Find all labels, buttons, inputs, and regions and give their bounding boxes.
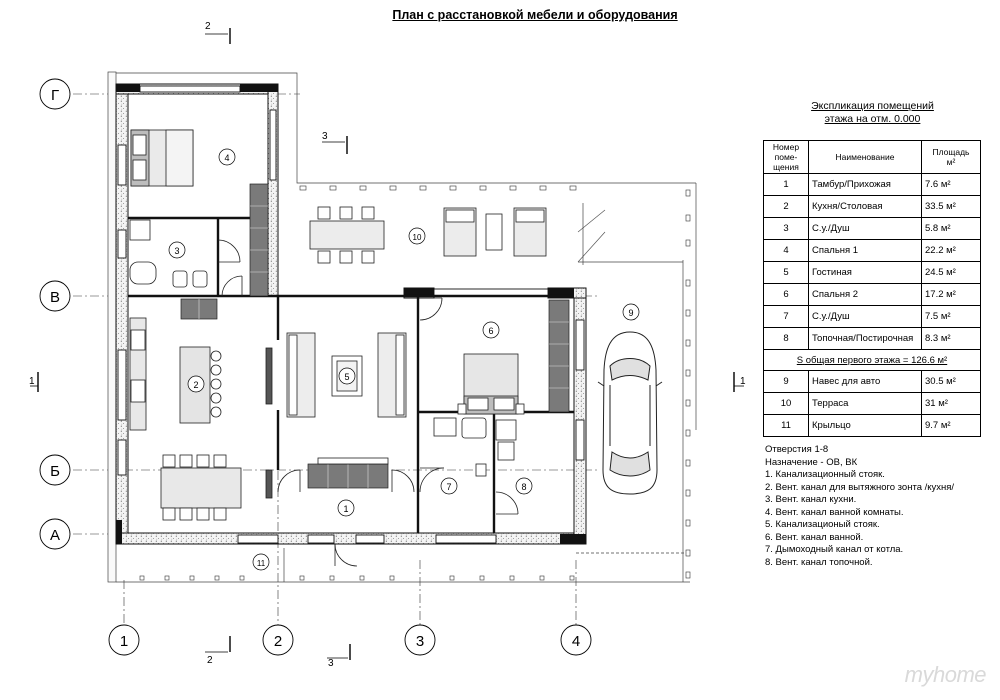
bathroom-fixtures [433,417,517,477]
section-mark-2-top: 2 [205,21,231,44]
drawing-title: План с расстановкой мебели и оборудовани… [392,8,678,22]
svg-text:4: 4 [224,153,229,163]
svg-text:1: 1 [120,633,128,650]
living-furniture [286,332,407,465]
doors [217,239,519,567]
room-number-4: 4 [218,148,236,166]
list-item: 6. Вент. канал ванной. [765,531,864,543]
list-item: 2. Вент. канал для вытяжного зонта /кухн… [765,481,955,493]
axis-bubble-a: А [39,518,71,550]
svg-text:2: 2 [193,380,198,390]
room-number-9: 9 [622,303,640,321]
explication-title: Экспликация помещений этажа на отм. 0.00… [760,100,985,126]
axis-bubble-2: 2 [262,624,294,656]
svg-text:5: 5 [344,372,349,382]
room-number-11: 11 [252,553,270,571]
svg-text:2: 2 [207,655,213,666]
svg-text:1: 1 [740,376,746,387]
table-row: 10 Терраса 31 м² [763,392,981,415]
table-total-row: S общая первого этажа = 126.6 м² [763,349,981,371]
svg-text:6: 6 [488,326,493,336]
total-area: S общая первого этажа = 126.6 м² [763,349,981,371]
openings-notes: Отверстия 1-8 Назначение - ОВ, ВК 1. Кан… [765,444,954,569]
room-number-8: 8 [515,477,533,495]
room-number-3: 3 [168,241,186,259]
list-item: 5. Канализационый стояк. [765,519,880,530]
svg-text:2: 2 [205,21,211,32]
section-mark-3-bottom: 3 [327,644,351,669]
table-row: 4 Спальня 1 22.2 м² [763,239,981,262]
header-name: Наименование [808,140,922,174]
explication-title-line2: этажа на отм. 0.000 [824,113,921,125]
axis-bubble-4: 4 [560,624,592,656]
explication-table: Номер поме- щения Наименование Площадь м… [763,140,981,437]
car-icon [597,331,663,495]
table-row: 6 Спальня 2 17.2 м² [763,283,981,306]
room-number-2: 2 [187,375,205,393]
svg-text:4: 4 [572,633,580,650]
section-mark-1-left: 1 [29,372,39,392]
svg-text:3: 3 [328,658,334,669]
openings-purpose: Назначение - ОВ, ВК [765,456,858,468]
header-number: Номер поме- щения [763,140,809,174]
svg-text:3: 3 [174,246,179,256]
svg-text:1: 1 [343,504,348,514]
room-number-5: 5 [338,367,356,385]
table-row: 11 Крыльцо 9.7 м² [763,414,981,437]
list-item: 1. Канализационный стояк. [765,469,885,480]
svg-text:3: 3 [322,131,328,142]
svg-text:9: 9 [628,308,633,318]
svg-text:1: 1 [29,376,35,387]
windows [117,85,585,544]
axis-bubble-b: Б [39,454,71,486]
terrace-railing [139,185,691,581]
table-row: 3 С.у./Душ 5.8 м² [763,217,981,240]
table-row: 1 Тамбур/Прихожая 7.6 м² [763,173,981,196]
table-row: 9 Навес для авто 30.5 м² [763,370,981,393]
room-number-7: 7 [440,477,458,495]
wardrobe-dividers [198,205,569,488]
section-mark-1-right: 1 [733,372,746,392]
openings-title: Отверстия 1-8 [765,444,829,455]
table-row: 5 Гостиная 24.5 м² [763,261,981,284]
axis-bubble-1: 1 [108,624,140,656]
list-item: 8. Вент. канал топочной. [765,556,873,568]
header-area: Площадь м² [921,140,981,174]
list-item: 7. Дымоходный канал от котла. [765,544,904,555]
svg-text:3: 3 [416,633,424,650]
svg-text:В: В [50,289,60,306]
axis-bubble-g: Г [39,78,71,110]
svg-text:2: 2 [274,633,282,650]
section-mark-3-top: 3 [322,131,348,154]
axis-bubble-3: 3 [404,624,436,656]
svg-text:10: 10 [413,233,422,242]
explication-title-line1: Экспликация помещений [811,100,934,112]
kitchen-furniture [129,317,273,521]
svg-text:7: 7 [446,482,451,492]
explication-header-row: Номер поме- щения Наименование Площадь м… [763,140,981,174]
table-row: 7 С.у./Душ 7.5 м² [763,305,981,328]
list-item: 3. Вент. канал кухни. [765,494,857,505]
svg-text:8: 8 [521,482,526,492]
svg-text:11: 11 [257,559,266,568]
svg-text:А: А [50,527,60,544]
svg-text:Г: Г [51,87,59,104]
room-number-10: 10 [408,227,426,245]
list-item: 4. Вент. канал ванной комнаты. [765,506,904,518]
table-row: 8 Топочная/Постирочная 8.3 м² [763,327,981,350]
exterior-wall-blocks [116,84,586,544]
terrace-furniture [309,206,547,264]
room-number-1: 1 [337,499,355,517]
section-mark-2-bottom: 2 [205,636,231,666]
svg-text:Б: Б [50,463,60,480]
table-row: 2 Кухня/Столовая 33.5 м² [763,195,981,218]
axis-bubble-v: В [39,280,71,312]
room-number-6: 6 [482,321,500,339]
watermark-logo: myhome [904,662,987,687]
bed-room-6 [457,353,525,415]
bed-room-4 [129,129,208,288]
